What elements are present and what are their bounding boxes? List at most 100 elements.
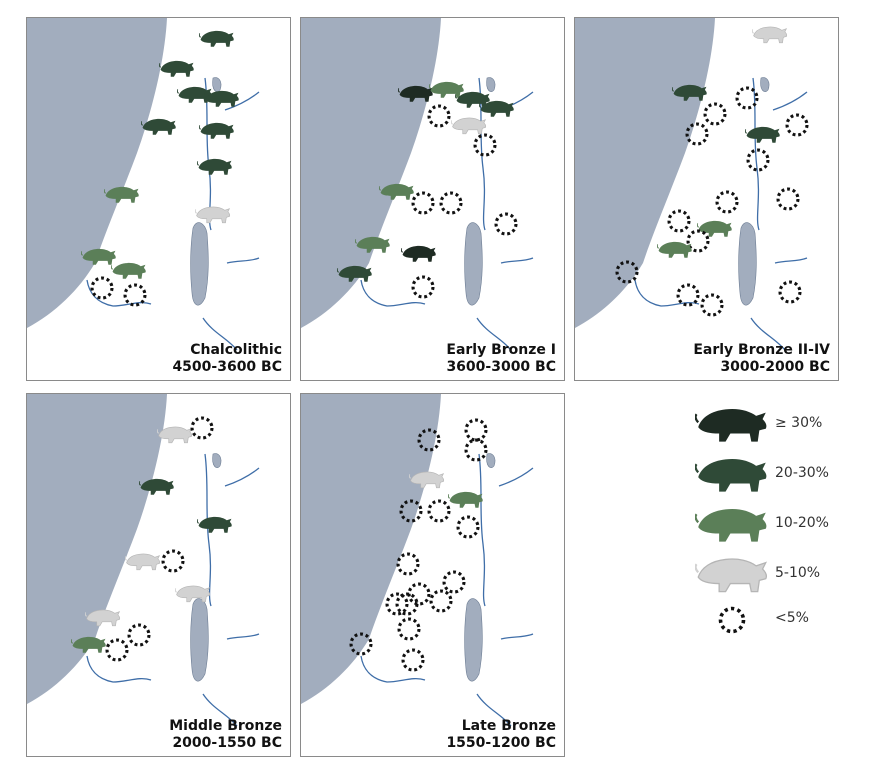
boar-icon [176, 84, 213, 108]
river-line [360, 279, 426, 307]
river-line [772, 91, 808, 111]
period-name: Middle Bronze [169, 718, 282, 734]
dotted-circle-icon [426, 103, 452, 133]
legend-label: 5-10% [775, 565, 821, 581]
dotted-circle-icon [384, 591, 410, 621]
river-line [204, 453, 212, 607]
period-dates: 1550-1200 BC [446, 735, 556, 751]
dotted-circle-icon [428, 588, 454, 618]
boar-icon [174, 583, 211, 607]
period-name: Late Bronze [461, 718, 556, 734]
boar-icon [744, 124, 781, 148]
dotted-circle-icon [685, 228, 711, 258]
sea-of-galilee [486, 77, 496, 92]
river-line [224, 467, 260, 487]
dotted-circle-icon [410, 274, 436, 304]
boar-icon [80, 246, 117, 270]
boar-icon [694, 403, 769, 449]
boar-icon [138, 476, 175, 500]
sea-of-galilee [212, 77, 222, 92]
boar-icon [694, 503, 769, 549]
boar-icon [656, 239, 693, 263]
river-line [202, 693, 238, 727]
river-line [500, 633, 534, 640]
sea-of-galilee [760, 77, 770, 92]
boar-icon [696, 218, 733, 242]
legend-label: <5% [775, 610, 809, 626]
dotted-circle-icon [441, 569, 467, 599]
boar-icon [397, 83, 434, 107]
boar-icon [454, 89, 491, 113]
dead-sea [190, 598, 209, 682]
river-line [774, 257, 808, 264]
boar-icon [70, 634, 107, 658]
dotted-circle-icon [493, 211, 519, 241]
dotted-circle-icon [89, 275, 115, 305]
period-dates: 3000-2000 BC [720, 359, 830, 375]
period-dates: 2000-1550 BC [172, 735, 282, 751]
boar-icon [158, 58, 195, 82]
sea-area [27, 18, 167, 328]
sea-area [301, 394, 441, 704]
river-line [86, 279, 152, 307]
legend: ≥ 30%20-30%10-20%5-10%<5% [694, 395, 855, 635]
river-line [360, 655, 426, 683]
dead-sea [738, 222, 757, 306]
river-line [226, 257, 260, 264]
dotted-circle-icon [745, 147, 771, 177]
sea-of-galilee [212, 453, 222, 468]
map-base [27, 394, 260, 727]
dotted-circle-icon [394, 591, 420, 621]
boar-icon [198, 120, 235, 144]
dotted-circle-icon [699, 292, 725, 322]
river-line [478, 453, 486, 607]
boar-icon [400, 243, 437, 267]
boar-icon [156, 424, 193, 448]
dead-sea [464, 222, 483, 306]
dotted-circle-icon [463, 417, 489, 447]
dotted-circle-icon [666, 208, 692, 238]
river-line [750, 317, 786, 351]
period-dates: 4500-3600 BC [172, 359, 282, 375]
period-name: Early Bronze I [446, 342, 556, 358]
boar-icon [196, 514, 233, 538]
boar-icon [428, 79, 465, 103]
boar-icon [694, 553, 769, 599]
dotted-circle-icon [400, 647, 426, 677]
dotted-circle-icon [406, 581, 432, 611]
dotted-circle-icon [426, 498, 452, 528]
legend-label: 20-30% [775, 465, 829, 481]
river-line [634, 279, 700, 307]
dotted-circle-icon [684, 121, 710, 151]
boar-icon [203, 88, 240, 112]
dead-sea [190, 222, 209, 306]
dotted-circle-icon [104, 637, 130, 667]
dotted-circle-icon [463, 437, 489, 467]
dotted-circle-icon [455, 514, 481, 544]
dotted-circle-icon [714, 189, 740, 219]
boar-icon [124, 551, 161, 575]
period-name: Early Bronze II-IV [693, 342, 830, 358]
dotted-circle-icon [702, 101, 728, 131]
period-name: Chalcolithic [190, 342, 282, 358]
dotted-circle-icon [734, 85, 760, 115]
boar-icon [408, 469, 445, 493]
boar-icon [84, 607, 121, 631]
boar-icon [354, 234, 391, 258]
dotted-circle-icon [777, 279, 803, 309]
dead-sea [464, 598, 483, 682]
boar-icon [450, 115, 487, 139]
river-line [752, 77, 760, 231]
dotted-circle-icon [348, 631, 374, 661]
dotted-circle-icon [395, 551, 421, 581]
dotted-circle-icon [675, 282, 701, 312]
dotted-circle-icon [410, 190, 436, 220]
river-line [202, 317, 238, 351]
boar-icon [198, 28, 235, 52]
